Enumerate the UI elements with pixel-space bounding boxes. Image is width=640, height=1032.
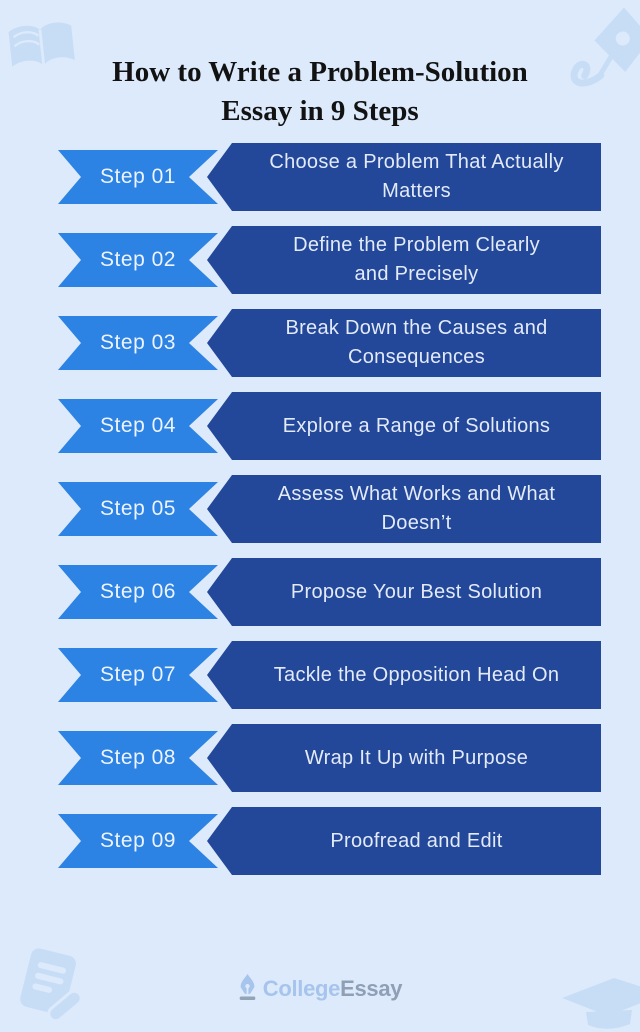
step-row: Explore a Range of Solutions Step 04 [0, 392, 640, 460]
step-text: Proofread and Edit [330, 829, 503, 852]
step-label: Step 04 [100, 414, 176, 437]
step-text: Assess What Works and What Doesn’t [277, 483, 556, 534]
document-pencil-icon [10, 946, 90, 1026]
step-number-ribbon: Step 01 [58, 150, 218, 204]
step-label: Step 02 [100, 248, 176, 271]
step-number-ribbon: Step 02 [58, 233, 218, 287]
step-row: Choose a Problem That Actually Matters S… [0, 143, 640, 211]
step-label: Step 03 [100, 331, 176, 354]
step-label: Step 09 [100, 829, 176, 852]
step-number-ribbon: Step 06 [58, 565, 218, 619]
step-row: Define the Problem Clearly and Precisely… [0, 226, 640, 294]
step-text: Tackle the Opposition Head On [273, 663, 560, 686]
step-label: Step 06 [100, 580, 176, 603]
pen-nib-icon [238, 972, 257, 1007]
step-label: Step 08 [100, 746, 176, 769]
pen-nib-writing-icon [556, 0, 640, 128]
step-text: Propose Your Best Solution [290, 580, 543, 603]
step-row: Wrap It Up with Purpose Step 08 [0, 724, 640, 792]
step-text: Explore a Range of Solutions [282, 414, 551, 437]
step-row: Break Down the Causes and Consequences S… [0, 309, 640, 377]
step-number-ribbon: Step 03 [58, 316, 218, 370]
step-number-ribbon: Step 04 [58, 399, 218, 453]
step-description-banner: Proofread and Edit [207, 807, 601, 875]
step-text: Wrap It Up with Purpose [304, 746, 529, 769]
brand-name-college: College [262, 976, 341, 1001]
step-text: Define the Problem Clearly and Precisely [293, 234, 540, 285]
step-description-banner: Explore a Range of Solutions [207, 392, 601, 460]
step-row: Assess What Works and What Doesn’t Step … [0, 475, 640, 543]
step-description-banner: Tackle the Opposition Head On [207, 641, 601, 709]
step-row: Propose Your Best Solution Step 06 [0, 558, 640, 626]
open-book-icon [3, 16, 81, 81]
brand-name-essay: Essay [340, 976, 403, 1001]
graduation-cap-icon [556, 970, 640, 1032]
step-description-banner: Define the Problem Clearly and Precisely [207, 226, 601, 294]
step-number-ribbon: Step 07 [58, 648, 218, 702]
step-number-ribbon: Step 08 [58, 731, 218, 785]
step-text: Break Down the Causes and Consequences [285, 317, 548, 368]
step-description-banner: Wrap It Up with Purpose [207, 724, 601, 792]
brand-logo: CollegeEssay [0, 972, 640, 1006]
step-number-ribbon: Step 09 [58, 814, 218, 868]
step-description-banner: Assess What Works and What Doesn’t [207, 475, 601, 543]
page-title: How to Write a Problem-Solution Essay in… [112, 56, 528, 127]
step-description-banner: Propose Your Best Solution [207, 558, 601, 626]
step-description-banner: Choose a Problem That Actually Matters [207, 143, 601, 211]
step-number-ribbon: Step 05 [58, 482, 218, 536]
step-label: Step 01 [100, 165, 176, 188]
step-row: Tackle the Opposition Head On Step 07 [0, 641, 640, 709]
step-label: Step 05 [100, 497, 176, 520]
step-row: Proofread and Edit Step 09 [0, 807, 640, 875]
step-label: Step 07 [100, 663, 176, 686]
step-text: Choose a Problem That Actually Matters [269, 151, 564, 202]
step-description-banner: Break Down the Causes and Consequences [207, 309, 601, 377]
